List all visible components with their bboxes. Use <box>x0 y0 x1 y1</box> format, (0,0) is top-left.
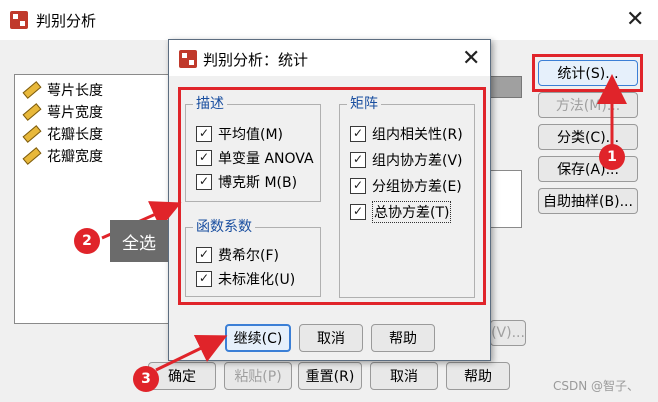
select-rule-button[interactable]: (V)... <box>490 320 526 346</box>
within-groups-covariance-checkbox[interactable]: ✓ <box>350 152 366 168</box>
continue-button[interactable]: 继续(C) <box>225 324 291 352</box>
highlight-frame-statistics <box>532 54 643 92</box>
main-window-title: 判别分析 <box>36 12 97 30</box>
separate-groups-covariance-label: 分组协方差(E) <box>372 179 462 195</box>
main-title-bar: 判别分析 ✕ <box>0 0 658 40</box>
reset-button[interactable]: 重置(R) <box>298 362 362 390</box>
dialog-help-button[interactable]: 帮助 <box>371 324 435 352</box>
box-m-label: 博克斯 M(B) <box>218 175 298 191</box>
step-badge-1: 1 <box>599 144 625 170</box>
mean-label: 平均值(M) <box>218 127 284 143</box>
spss-app-icon <box>10 11 28 29</box>
watermark: CSDN @智子、 <box>553 379 640 393</box>
list-item[interactable]: 萼片长度 <box>22 79 103 101</box>
dialog-cancel-button[interactable]: 取消 <box>299 324 363 352</box>
within-groups-correlation-checkbox[interactable]: ✓ <box>350 126 366 142</box>
coefficients-group: ✓ 费希尔(F) ✓ 未标准化(U) <box>185 227 321 297</box>
unstandardized-option[interactable]: ✓ 未标准化(U) <box>196 268 295 290</box>
bootstrap-button[interactable]: 自助抽样(B)... <box>538 188 638 214</box>
select-all-tooltip: 全选 <box>110 220 168 262</box>
paste-button[interactable]: 粘贴(P) <box>224 362 292 390</box>
main-close-icon[interactable]: ✕ <box>626 7 645 32</box>
describe-group: ✓ 平均值(M) ✓ 单变量 ANOVA ✓ 博克斯 M(B) <box>185 104 321 202</box>
main-cancel-button[interactable]: 取消 <box>370 362 438 390</box>
variable-label: 萼片长度 <box>47 83 103 99</box>
arrow-to-continue <box>155 334 228 372</box>
step-badge-3: 3 <box>133 366 159 392</box>
matrices-group-label: 矩阵 <box>347 93 381 113</box>
fisher-label: 费希尔(F) <box>218 248 279 264</box>
fisher-checkbox[interactable]: ✓ <box>196 247 212 263</box>
independents-list[interactable] <box>490 170 522 228</box>
variable-label: 花瓣宽度 <box>47 149 103 165</box>
total-covariance-checkbox[interactable]: ✓ <box>350 204 366 220</box>
matrices-group: ✓ 组内相关性(R) ✓ 组内协方差(V) ✓ 分组协方差(E) ✓ 总协方差(… <box>339 104 475 298</box>
within-groups-correlation-option[interactable]: ✓ 组内相关性(R) <box>350 123 463 145</box>
within-groups-covariance-label: 组内协方差(V) <box>372 153 463 169</box>
box-m-checkbox[interactable]: ✓ <box>196 174 212 190</box>
univariate-anova-label: 单变量 ANOVA <box>218 151 314 167</box>
highlight-frame-options <box>178 87 486 305</box>
total-covariance-option[interactable]: ✓ 总协方差(T) <box>350 201 452 223</box>
unstandardized-checkbox[interactable]: ✓ <box>196 271 212 287</box>
box-m-option[interactable]: ✓ 博克斯 M(B) <box>196 171 297 193</box>
univariate-anova-option[interactable]: ✓ 单变量 ANOVA <box>196 147 314 169</box>
separate-groups-covariance-option[interactable]: ✓ 分组协方差(E) <box>350 175 462 197</box>
variable-label: 花瓣长度 <box>47 127 103 143</box>
within-groups-correlation-label: 组内相关性(R) <box>372 127 463 143</box>
dialog-close-icon[interactable]: ✕ <box>462 46 481 71</box>
variable-list[interactable]: 萼片长度 萼片宽度 花瓣长度 花瓣宽度 <box>14 74 174 324</box>
list-item[interactable]: 花瓣长度 <box>22 123 103 145</box>
save-button[interactable]: 保存(A)... <box>538 156 638 182</box>
dialog-title: 判别分析：统计 <box>203 51 309 69</box>
unstandardized-label: 未标准化(U) <box>218 272 296 288</box>
univariate-anova-checkbox[interactable]: ✓ <box>196 150 212 166</box>
classify-button[interactable]: 分类(C)... <box>538 124 638 150</box>
coefficients-group-label: 函数系数 <box>193 216 255 236</box>
separate-groups-covariance-checkbox[interactable]: ✓ <box>350 178 366 194</box>
statistics-dialog: 判别分析：统计 ✕ ✓ 平均值(M) ✓ 单变量 ANOVA ✓ 博克斯 M(B… <box>168 39 491 361</box>
within-groups-covariance-option[interactable]: ✓ 组内协方差(V) <box>350 149 463 171</box>
list-item[interactable]: 萼片宽度 <box>22 101 103 123</box>
mean-checkbox[interactable]: ✓ <box>196 126 212 142</box>
describe-group-label: 描述 <box>193 93 227 113</box>
variable-label: 萼片宽度 <box>47 105 103 121</box>
list-item[interactable]: 花瓣宽度 <box>22 145 103 167</box>
spss-app-icon <box>179 50 197 68</box>
ok-button[interactable]: 确定 <box>148 362 216 390</box>
fisher-option[interactable]: ✓ 费希尔(F) <box>196 244 279 266</box>
dialog-title-bar: 判别分析：统计 ✕ <box>169 40 490 76</box>
step-badge-2: 2 <box>74 228 100 254</box>
main-help-button[interactable]: 帮助 <box>446 362 510 390</box>
mean-option[interactable]: ✓ 平均值(M) <box>196 123 283 145</box>
total-covariance-label: 总协方差(T) <box>372 201 452 223</box>
